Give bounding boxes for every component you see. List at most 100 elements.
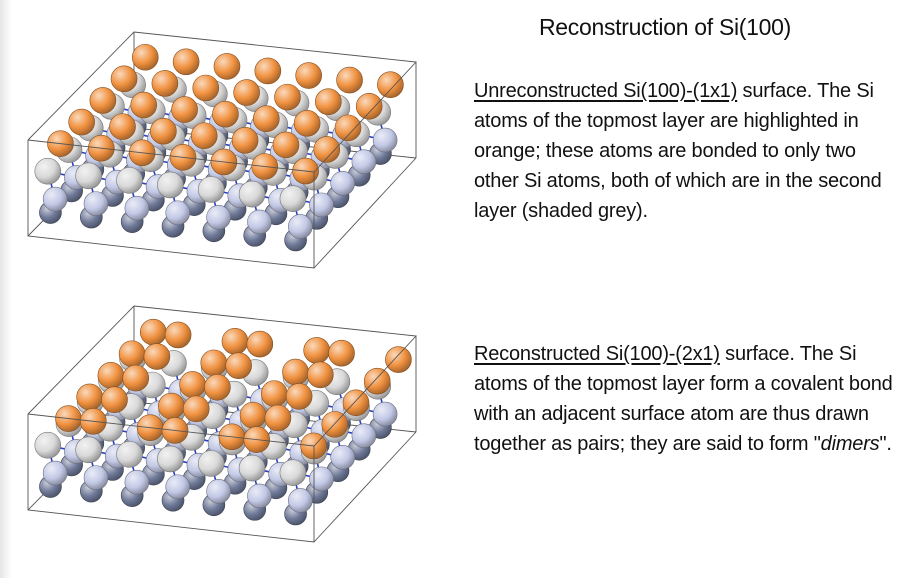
page-edge-shadow — [0, 0, 12, 578]
unreconstructed-description: Unreconstructed Si(100)-(1x1) surface. T… — [474, 76, 904, 226]
second-layer-si-atom — [238, 454, 266, 482]
second-layer-si-atom — [238, 180, 266, 208]
top-layer-si-atom — [110, 65, 138, 93]
unreconstructed-term: Unreconstructed Si(100)-(1x1) — [474, 80, 738, 102]
bulk-si-atom — [351, 423, 377, 448]
top-layer-si-atom — [233, 79, 260, 106]
top-layer-si-atom — [274, 83, 301, 111]
bulk-si-atom — [372, 127, 398, 153]
top-layer-si-atom — [213, 53, 241, 80]
bulk-si-atom — [83, 465, 109, 490]
top-layer-si-atom — [285, 383, 313, 410]
top-layer-si-atom — [272, 131, 300, 159]
top-layer-si-atom — [264, 404, 292, 432]
atom-layer — [34, 318, 412, 526]
bulk-si-atom — [124, 195, 150, 221]
bulk-si-atom — [288, 488, 313, 513]
top-layer-si-atom — [143, 343, 171, 370]
bulk-si-atom — [247, 483, 272, 509]
top-layer-si-atom — [179, 371, 206, 398]
second-layer-si-atom — [116, 441, 143, 468]
top-layer-si-atom — [260, 380, 288, 407]
top-layer-si-atom — [315, 88, 342, 116]
top-layer-si-atom — [336, 66, 363, 94]
top-layer-si-atom — [89, 87, 117, 114]
reconstructed-surface-model — [27, 305, 417, 543]
dimers-emphasis: dimers — [820, 433, 880, 455]
top-layer-si-atom — [295, 62, 322, 89]
second-layer-si-atom — [279, 185, 307, 212]
second-layer-si-atom — [34, 431, 62, 459]
top-layer-si-atom — [377, 71, 404, 98]
top-layer-si-atom — [204, 373, 231, 401]
top-layer-si-atom — [190, 122, 218, 150]
top-layer-si-atom — [246, 330, 274, 358]
top-layer-si-atom — [97, 362, 125, 389]
reconstructed-text: surface. The Si atoms of the topmost lay… — [474, 343, 893, 455]
second-layer-si-atom — [75, 162, 102, 190]
top-layer-si-atom — [342, 389, 370, 417]
bulk-si-atom — [309, 192, 334, 218]
reconstructed-term: Reconstructed Si(100)-(2x1) — [474, 343, 720, 365]
second-layer-si-atom — [34, 157, 62, 185]
top-layer-si-atom — [182, 395, 210, 423]
top-layer-si-atom — [293, 110, 321, 137]
bulk-si-atom — [351, 149, 377, 174]
top-layer-si-atom — [221, 327, 249, 355]
reconstructed-description: Reconstructed Si(100)-(2x1) surface. The… — [474, 339, 904, 459]
top-layer-si-atom — [122, 364, 150, 392]
bulk-si-atom — [42, 460, 68, 486]
reconstructed-tail: ". — [879, 433, 892, 455]
bulk-si-atom — [309, 466, 334, 492]
top-layer-si-atom — [282, 358, 309, 386]
top-layer-si-atom — [139, 318, 167, 346]
top-layer-si-atom — [118, 340, 146, 368]
bulk-si-atom — [372, 401, 398, 427]
top-layer-si-atom — [307, 361, 334, 389]
second-layer-si-atom — [157, 445, 184, 473]
top-layer-si-atom — [150, 117, 177, 145]
bulk-si-atom — [330, 444, 356, 470]
bulk-si-atom — [42, 186, 68, 212]
top-layer-si-atom — [254, 57, 282, 85]
top-layer-si-atom — [130, 91, 158, 119]
bulk-si-atom — [330, 170, 356, 196]
bulk-si-atom — [83, 191, 109, 216]
top-layer-si-atom — [101, 386, 128, 414]
top-layer-si-atom — [303, 337, 330, 364]
top-layer-si-atom — [192, 74, 220, 102]
top-layer-si-atom — [131, 43, 159, 71]
second-layer-si-atom — [157, 171, 184, 199]
bulk-si-atom — [247, 209, 272, 235]
top-layer-si-atom — [385, 346, 412, 373]
bulk-si-atom — [165, 474, 191, 500]
top-layer-si-atom — [225, 352, 252, 379]
second-layer-si-atom — [116, 167, 143, 194]
top-layer-si-atom — [171, 96, 198, 123]
page-title: Reconstruction of Si(100) — [538, 14, 791, 40]
second-layer-si-atom — [279, 459, 307, 486]
atom-layer — [34, 43, 404, 252]
top-layer-si-atom — [109, 113, 136, 140]
top-layer-si-atom — [151, 70, 179, 97]
bulk-si-atom — [288, 214, 313, 239]
top-layer-si-atom — [313, 136, 341, 163]
top-layer-si-atom — [164, 321, 192, 349]
bulk-si-atom — [165, 200, 191, 226]
top-layer-si-atom — [212, 100, 239, 128]
top-layer-si-atom — [68, 108, 95, 136]
top-layer-si-atom — [363, 367, 391, 395]
top-layer-si-atom — [231, 127, 259, 154]
second-layer-si-atom — [75, 436, 102, 464]
top-layer-si-atom — [172, 48, 200, 76]
second-layer-si-atom — [197, 450, 225, 477]
bulk-si-atom — [124, 469, 150, 495]
top-layer-si-atom — [355, 92, 383, 120]
bulk-si-atom — [206, 205, 231, 230]
top-layer-si-atom — [239, 401, 267, 429]
top-layer-si-atom — [334, 114, 362, 142]
second-layer-si-atom — [197, 176, 225, 203]
unreconstructed-surface-model — [27, 31, 417, 269]
unreconstructed-text: surface. The Si atoms of the topmost lay… — [474, 80, 882, 222]
top-layer-si-atom — [252, 105, 280, 133]
